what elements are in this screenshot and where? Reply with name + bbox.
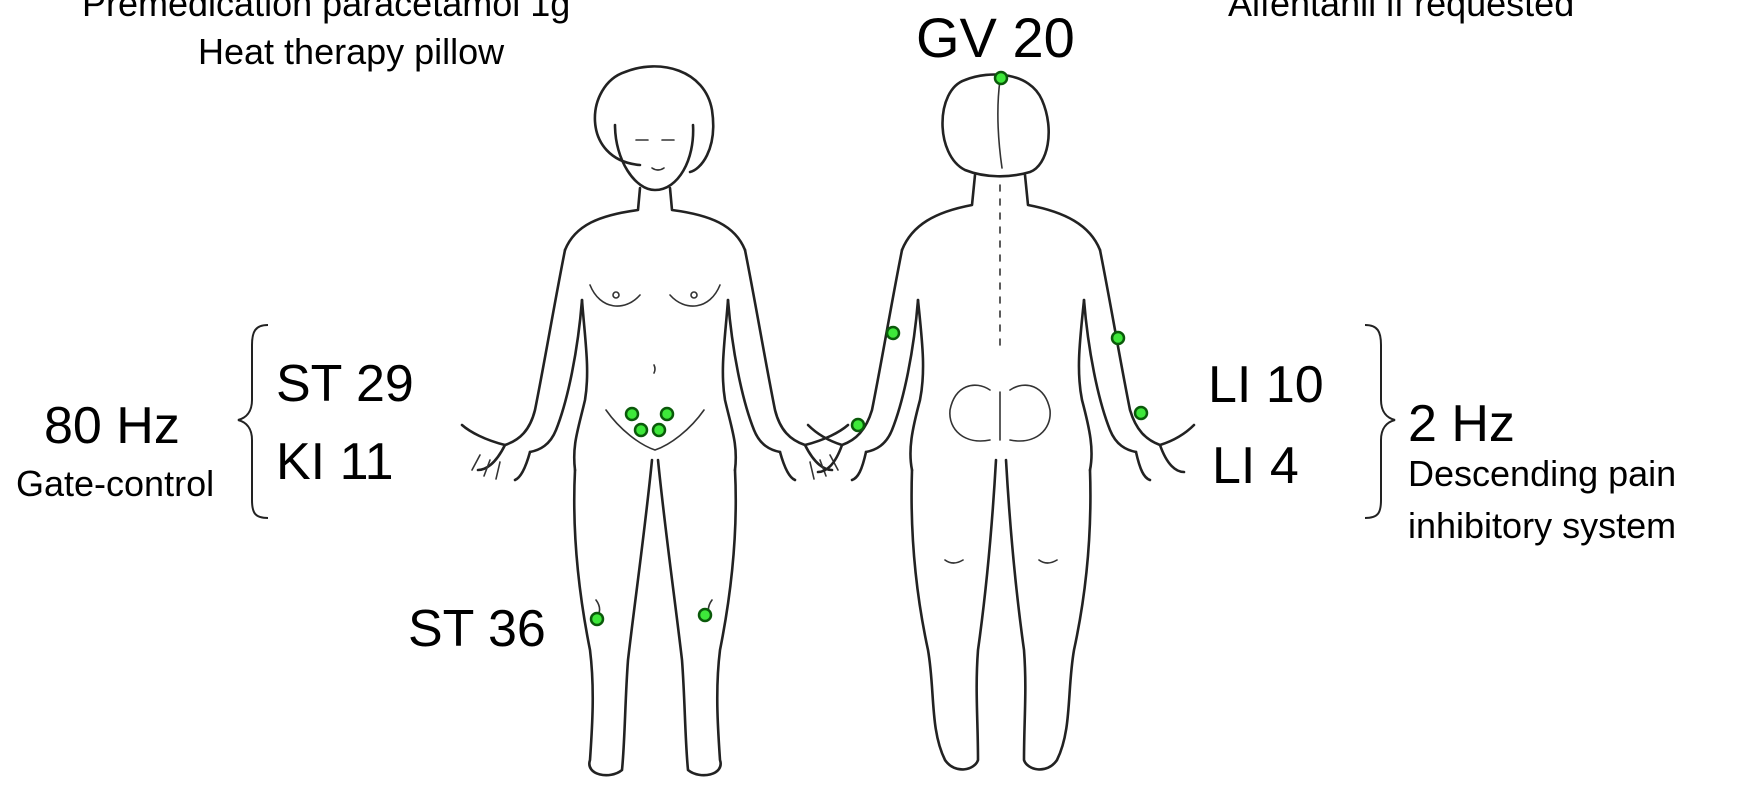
point-marker-st29-left — [626, 408, 638, 420]
premedication-note: Premedication paracetamol 1g — [82, 0, 570, 22]
left-group-brace — [238, 325, 268, 518]
right-mechanism-label-line1: Descending pain — [1408, 456, 1676, 492]
front-body-figure — [462, 66, 848, 775]
point-marker-li4-right — [1135, 407, 1147, 419]
heat-therapy-note: Heat therapy pillow — [198, 34, 504, 70]
right-group-brace — [1365, 325, 1395, 518]
left-frequency-label: 80 Hz — [44, 400, 180, 452]
point-marker-ki11-left — [635, 424, 647, 436]
back-body-figure — [808, 75, 1194, 770]
point-label-li10: LI 10 — [1208, 359, 1324, 411]
point-marker-gv20 — [995, 72, 1007, 84]
point-label-st36: ST 36 — [408, 603, 546, 655]
point-label-ki11: KI 11 — [276, 436, 394, 488]
point-marker-li4-left — [852, 419, 864, 431]
right-mechanism-label-line2: inhibitory system — [1408, 508, 1676, 544]
point-marker-st36-right — [699, 609, 711, 621]
point-marker-ki11-right — [653, 424, 665, 436]
point-marker-li10-left — [887, 327, 899, 339]
point-marker-st36-left — [591, 613, 603, 625]
acupuncture-point-markers — [591, 72, 1147, 625]
point-label-gv20: GV 20 — [916, 10, 1075, 66]
alfentanil-note: Alfentanil if requested — [1228, 0, 1574, 22]
left-mechanism-label: Gate-control — [16, 466, 214, 502]
point-marker-li10-right — [1112, 332, 1124, 344]
point-label-li4: LI 4 — [1212, 440, 1299, 492]
point-label-st29: ST 29 — [276, 358, 414, 410]
point-marker-st29-right — [661, 408, 673, 420]
right-frequency-label: 2 Hz — [1408, 398, 1515, 450]
